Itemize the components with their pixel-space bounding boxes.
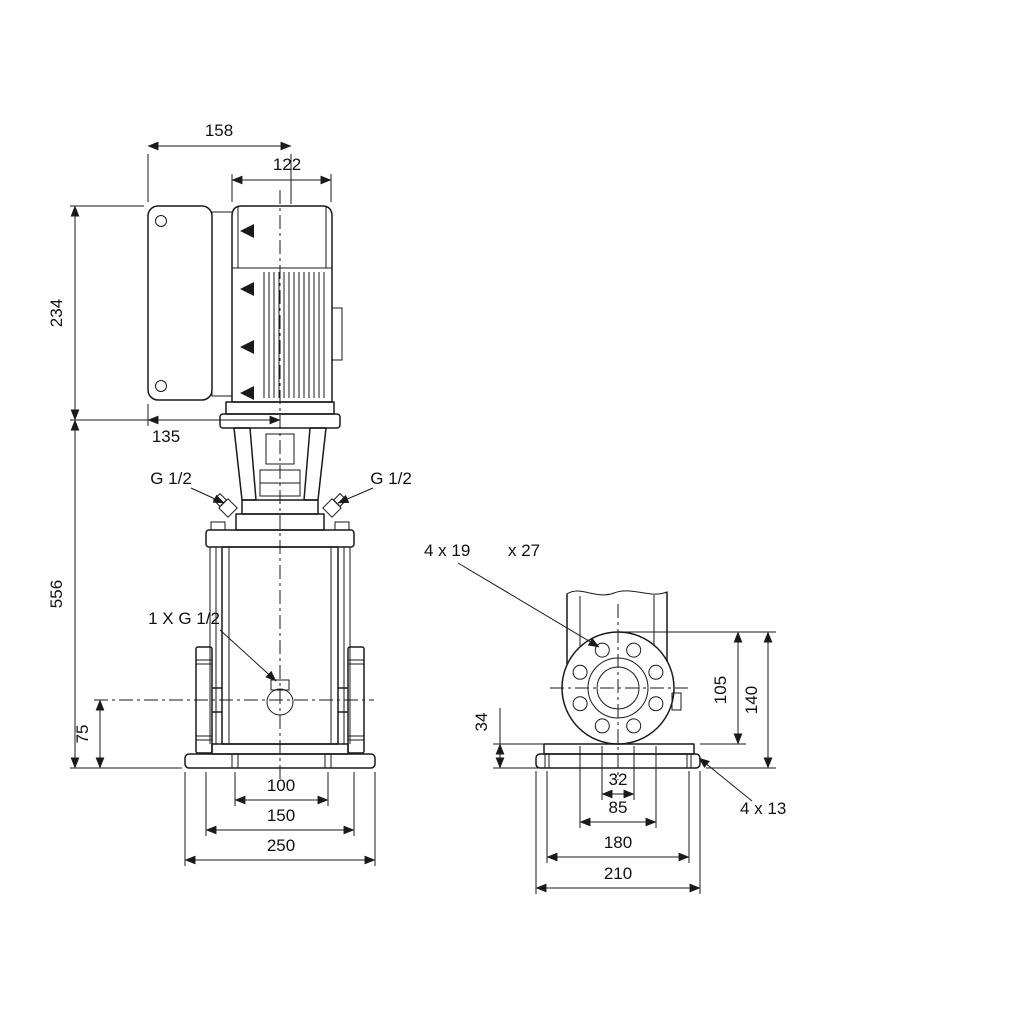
front-base xyxy=(184,743,376,769)
vent-plug-right xyxy=(322,498,342,518)
base-note-leader xyxy=(698,757,753,802)
controller-screw-bottom xyxy=(155,380,167,392)
front-view xyxy=(94,190,376,780)
dim-100-label: 100 xyxy=(267,776,295,795)
flange-bore-circle xyxy=(596,666,640,710)
motor-fins xyxy=(263,272,325,398)
dim-75-label: 75 xyxy=(73,725,92,744)
dim-32-label: 32 xyxy=(609,770,628,789)
motor-controller-box xyxy=(147,205,233,401)
dim-180-label: 180 xyxy=(604,833,632,852)
lantern-leg-right xyxy=(303,427,327,501)
dim-140-label: 140 xyxy=(742,686,761,714)
port-right-leader xyxy=(337,487,374,504)
dim-122-label: 122 xyxy=(273,155,301,174)
tie-rod-nut-left xyxy=(210,521,226,531)
port-right-label: G 1/2 xyxy=(370,469,412,488)
flange-right xyxy=(347,646,365,754)
port-left-leader xyxy=(190,487,225,504)
shaft-coupling xyxy=(265,433,295,465)
dim-34-label: 34 xyxy=(472,713,491,732)
motor-terminal-box xyxy=(331,307,343,361)
dim-210-label: 210 xyxy=(604,864,632,883)
nameplate-tab xyxy=(671,692,682,711)
break-line xyxy=(566,590,668,596)
dim-250-label: 250 xyxy=(267,836,295,855)
drain-label: 1 X G 1/2 xyxy=(148,609,220,628)
side-dimensions: 4 x 19 x 27 105 140 34 32 85 180 xyxy=(424,541,786,894)
dim-85-label: 85 xyxy=(609,798,628,817)
base-note-label: 4 x 13 xyxy=(740,799,786,818)
flange-left xyxy=(195,646,213,754)
base-plate xyxy=(184,753,376,769)
controller-adapter xyxy=(211,211,233,397)
front-dimensions: 158 122 234 135 556 75 100 150 xyxy=(47,121,412,866)
drain-plug-boss xyxy=(270,679,290,691)
drain-boss xyxy=(266,688,294,716)
dim-234-label: 234 xyxy=(47,299,66,327)
port-flange-face xyxy=(561,631,682,745)
dim-105-label: 105 xyxy=(711,676,730,704)
flange-hub-circle xyxy=(587,657,649,719)
flange-note-leader xyxy=(457,562,600,648)
drain-leader xyxy=(219,629,277,682)
motor-clips xyxy=(240,224,254,400)
flange-note-depth-label: x 27 xyxy=(508,541,540,560)
lantern-leg-left xyxy=(233,427,257,501)
dim-135-label: 135 xyxy=(152,427,180,446)
port-left-label: G 1/2 xyxy=(150,469,192,488)
dim-556-label: 556 xyxy=(47,580,66,608)
dim-158-label: 158 xyxy=(205,121,233,140)
side-view xyxy=(535,590,701,780)
port-flanges xyxy=(195,646,365,754)
tie-rod-nut-right xyxy=(334,521,350,531)
motor xyxy=(231,205,343,403)
flange-bolt-holes xyxy=(572,642,664,734)
flange-note-count-label: 4 x 19 xyxy=(424,541,470,560)
controller-screw-top xyxy=(155,215,167,227)
dim-150-label: 150 xyxy=(267,806,295,825)
pump-column xyxy=(566,590,668,665)
